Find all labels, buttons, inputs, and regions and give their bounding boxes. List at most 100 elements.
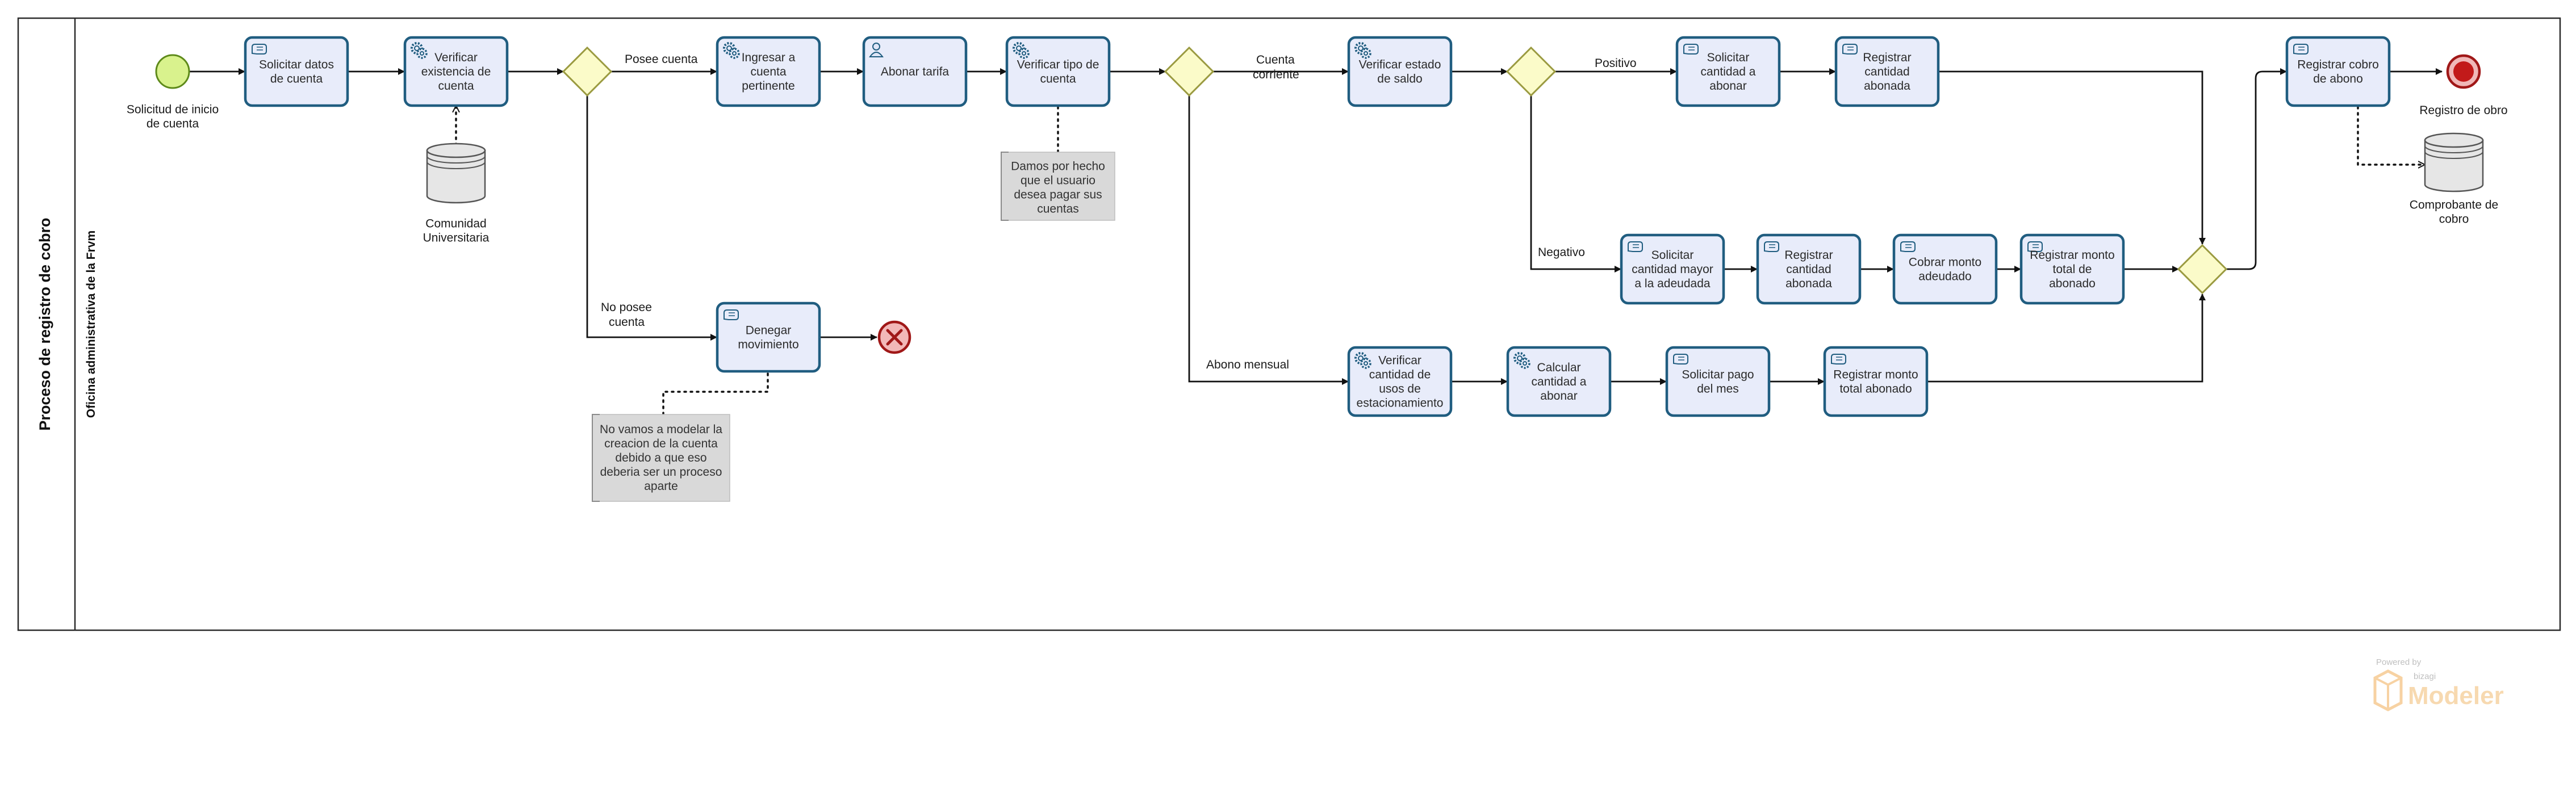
flow-negativo	[1530, 95, 1621, 273]
flow-label-cuenta-1: Cuenta	[1256, 53, 1295, 66]
data-store-label-line: cobro	[2439, 213, 2469, 226]
annotation-text-line: No vamos a modelar la	[600, 423, 722, 436]
start-event	[155, 54, 190, 89]
task-label-line: cuenta	[1040, 73, 1076, 86]
hand-icon	[252, 44, 267, 55]
task-label-line: abonar	[1540, 389, 1577, 403]
task-label-line: adeudado	[1918, 270, 1971, 283]
task-box	[2285, 36, 2391, 107]
task-label-line: de saldo	[1377, 73, 1422, 86]
task-box	[244, 36, 349, 107]
gateway-merge	[2177, 244, 2228, 295]
data-store-comunidad	[426, 143, 486, 204]
lane-title: Oficina administrativa de la Frvm	[85, 231, 98, 418]
hand-icon	[1764, 241, 1779, 252]
task-t4: Abonar tarifa	[862, 36, 968, 107]
task-box	[1823, 346, 1929, 417]
hand-icon	[1900, 241, 1916, 252]
annotation-text-line: creacion de la cuenta	[604, 437, 718, 450]
task-label-line: Registrar monto	[2030, 249, 2114, 262]
task-label-line: del mes	[1697, 383, 1739, 396]
task-box	[1005, 36, 1111, 107]
hand-icon	[1628, 241, 1643, 252]
task-label-line: Registrar monto	[1833, 368, 1918, 382]
task-label-line: cantidad mayor	[1632, 263, 1713, 276]
end-event-fill	[2453, 61, 2474, 82]
flow-label-no-posee-2: cuenta	[609, 316, 645, 329]
task-label-line: de cuenta	[270, 73, 323, 86]
flow-to-merge-top	[1939, 70, 2206, 245]
task-label-line: cuenta	[750, 65, 786, 78]
task-box	[716, 301, 821, 373]
task-label-line: Verificar tipo de	[1017, 58, 1099, 72]
annotation-text-line: cuentas	[1037, 203, 1079, 216]
assoc-note-2	[662, 372, 769, 416]
task-label-line: Ingresar a	[742, 51, 796, 64]
gear-icon	[1354, 352, 1371, 369]
task-box	[1347, 346, 1453, 417]
flow-label-abono-mensual: Abono mensual	[1206, 358, 1289, 371]
task-label-line: Verificar	[434, 51, 478, 64]
gear-icon	[1513, 352, 1530, 369]
task-box	[1665, 346, 1771, 417]
flow-label-no-posee-1: No posee	[601, 301, 652, 314]
task-label-line: Registrar	[1863, 51, 1911, 64]
user-icon	[869, 43, 884, 57]
task-box	[1675, 36, 1781, 107]
data-store-label-line: Comunidad	[425, 217, 486, 231]
hand-icon	[1831, 354, 1846, 365]
task-box	[403, 36, 509, 107]
task-label-line: abonada	[1864, 79, 1910, 93]
task-box	[1756, 233, 1862, 305]
gear-icon	[723, 42, 740, 59]
task-label-line: existencia de	[421, 65, 491, 78]
annotation-text-line: deberia ser un proceso	[600, 466, 722, 479]
hand-icon	[2293, 44, 2309, 55]
flow-label-positivo: Positivo	[1595, 57, 1637, 70]
pool-title: Proceso de registro de cobro	[36, 217, 53, 430]
task-box	[1506, 346, 1612, 417]
task-label-line: Solicitar	[1651, 249, 1694, 262]
task-label-line: total de	[2053, 263, 2092, 276]
watermark-powered-by: Powered by	[2376, 657, 2422, 667]
gateway-estado-saldo	[1506, 46, 1557, 97]
task-label-line: Registrar	[1784, 249, 1833, 262]
start-event-label-line: de cuenta	[147, 118, 199, 131]
gear-icon	[411, 42, 428, 59]
assoc-datastore-comprobante	[2357, 106, 2425, 165]
task-label-line: de abono	[2313, 73, 2363, 86]
task-label-line: Registrar cobro	[2297, 58, 2379, 72]
task-label-line: a la adeudada	[1634, 277, 1710, 290]
task-box	[1834, 36, 1940, 107]
flow-label-cuenta-2: corriente	[1253, 68, 1299, 81]
task-label-line: Cobrar monto	[1909, 256, 1981, 269]
pool-frame	[17, 17, 2561, 631]
hand-icon	[1673, 354, 1688, 365]
flow-mes-to-merge	[1927, 294, 2206, 383]
watermark-brand-small: bizagi	[2414, 672, 2436, 681]
annotation-text-line: que el usuario	[1021, 174, 1095, 187]
task-label-line: Solicitar	[1707, 51, 1750, 64]
task-label-line: cuenta	[438, 79, 474, 93]
task-label-line: Calcular	[1537, 361, 1580, 374]
task-label-line: total abonado	[1839, 383, 1912, 396]
start-event-label-line: Solicitud de inicio	[127, 103, 219, 116]
task-box	[1892, 233, 1998, 305]
flow-label-posee-cuenta: Posee cuenta	[625, 53, 698, 66]
task-label-line: abonar	[1709, 79, 1746, 93]
annotation-asumimos-pago	[1001, 152, 1115, 221]
flow-abono-mensual	[1188, 95, 1349, 385]
hand-icon	[2027, 241, 2043, 252]
